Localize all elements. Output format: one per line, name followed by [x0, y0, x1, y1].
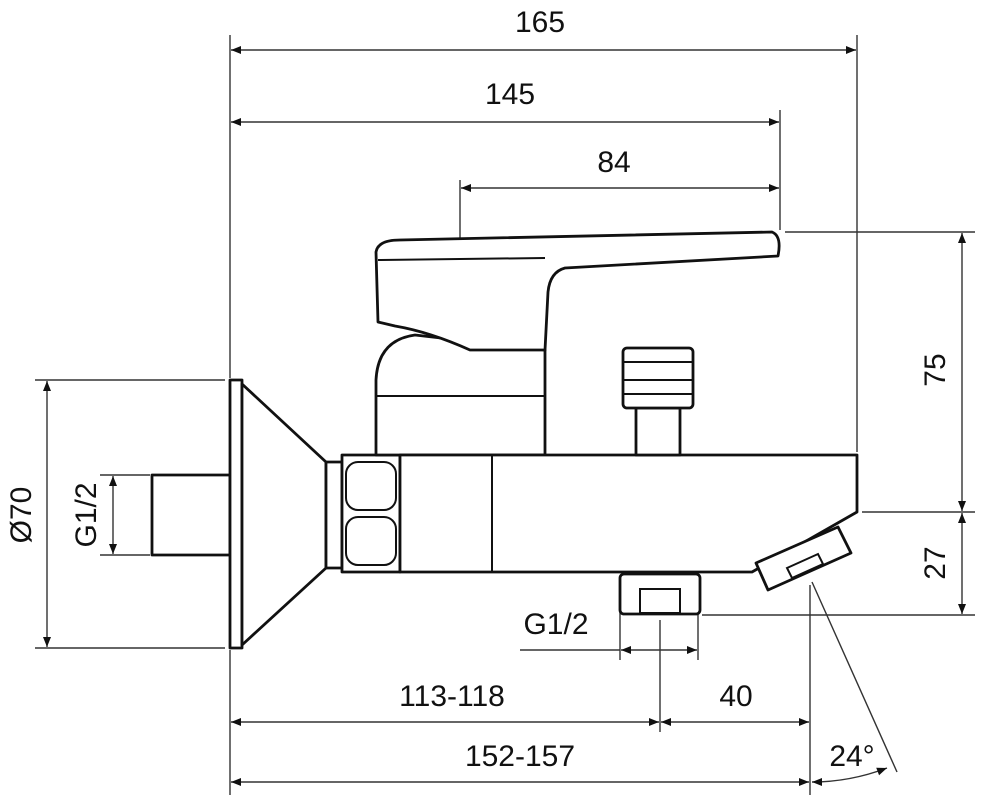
- dimension-lines: [43, 46, 966, 786]
- inlet-pipe: [150, 473, 232, 557]
- bottom-outlet: [618, 572, 702, 616]
- dim-g12-left-label: G1/2: [70, 482, 103, 547]
- dim-113-label: 113-118: [399, 680, 505, 713]
- dim-84-label: 84: [597, 146, 630, 179]
- wall-flange-plate: [228, 378, 244, 650]
- dim-75-label: 75: [919, 353, 952, 386]
- dim-angle-label: 24°: [829, 740, 874, 773]
- dim-152-label: 152-157: [465, 740, 575, 773]
- union-collar: [324, 460, 344, 570]
- spout-aerator: [754, 525, 853, 592]
- dim-165-label: 165: [515, 6, 565, 39]
- faucet: [150, 230, 859, 650]
- wall-flange-cone: [240, 382, 328, 647]
- dim-27-label: 27: [919, 546, 952, 579]
- lever-handle: [374, 230, 781, 352]
- diverter-knob: [621, 346, 695, 410]
- dim-angle-arc: [811, 767, 888, 786]
- dim-40-label: 40: [719, 680, 752, 713]
- dim-g12-bottom-label: G1/2: [523, 608, 588, 641]
- diverter-stem: [634, 406, 682, 457]
- dim-70-label: Ø70: [5, 487, 38, 544]
- dim-145-label: 145: [485, 78, 535, 111]
- hex-nut: [340, 453, 402, 574]
